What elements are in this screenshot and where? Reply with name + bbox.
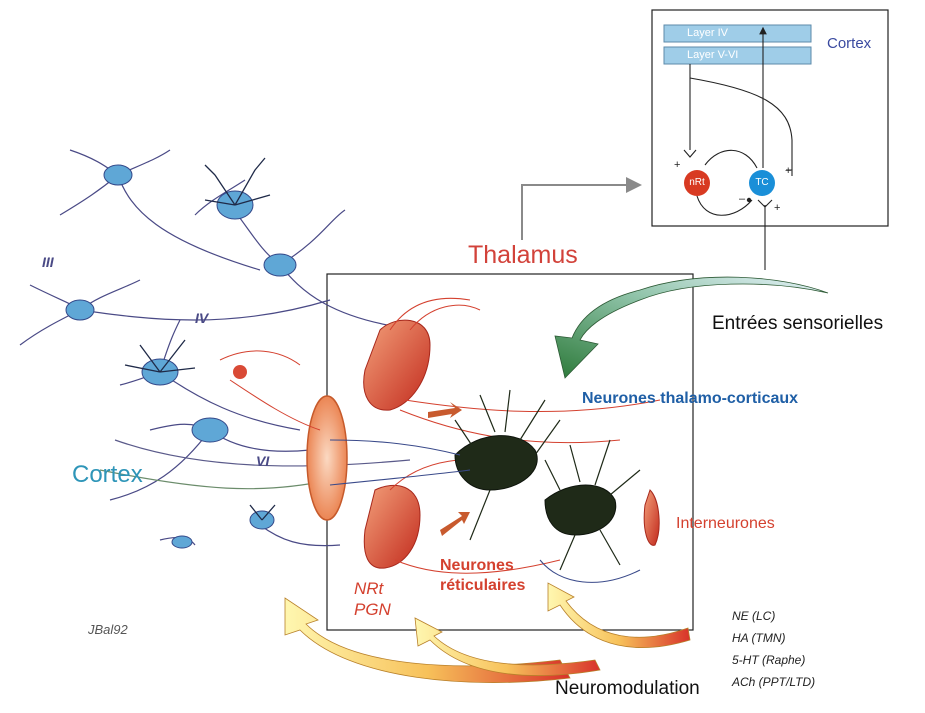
inset-sign-nrt: + [674,159,681,171]
thalamus-to-inset-arrow [521,177,642,240]
thalamus-label: Thalamus [468,241,578,269]
inset-sign-sensory: + [774,202,781,214]
reticular-neurons [363,319,660,569]
projection-fibers [329,439,641,583]
modulator-ne: NE (LC) [732,609,776,623]
inset-sign-tc: + [785,165,792,177]
reticular-label-line1: Neurones [440,557,514,574]
thalamocortical-dendrites [454,389,641,571]
inset-sign-inhibitory: – [739,193,746,205]
sensory-input-arrow [554,276,829,379]
inset-nrt-node [684,170,710,196]
inset-cortex-label: Cortex [827,35,872,52]
inset-layer-iv-bar [663,24,812,43]
inset-nrt-label: nRt [689,177,705,188]
stellate-dendrites [124,157,276,521]
layer-iv-label: IV [195,310,209,326]
inset-tc-label: TC [755,177,769,188]
layer-iii-label: III [42,254,54,270]
interneurons-label: Interneurones [676,515,775,532]
modulator-ach: ACh (PPT/LTD) [732,675,816,689]
internal-arrow-upper [428,402,462,418]
thalamocortical-neurons-label: Neurones thalamo-corticaux [582,390,799,407]
inset-schematic [651,9,889,270]
artist-signature: JBal92 [88,622,128,637]
reticular-label-line2: réticulaires [440,577,526,594]
inset-layer-iv-label: Layer IV [687,27,728,39]
modulator-ha: HA (TMN) [732,631,786,645]
nrt-pgn-label: NRt PGN [354,578,391,620]
inset-tc-nrt-loop-top [704,149,758,169]
modulator-5ht: 5-HT (Raphe) [732,653,806,667]
neuromodulation-label: Neuromodulation [555,678,700,699]
internal-arrow-lower [440,512,470,536]
inset-layer-vvi-label: Layer V-VI [687,49,739,61]
inset-layer-vvi-bar [663,46,812,65]
thalamocortical-neurons [454,435,617,536]
inset-tc-nrt-loop-bottom [696,195,753,216]
cortical-somata [65,164,297,549]
cortex-label: Cortex [72,461,143,488]
pgn-label: PGN [354,600,391,619]
layer-vi-label: VI [256,453,270,469]
neuromodulation-arrows [284,582,691,683]
inset-cortex-to-tc [689,77,793,170]
sensory-inputs-label: Entrées sensorielles [712,313,884,334]
nrt-label: NRt [354,579,384,598]
inset-tc-node [749,170,775,196]
reticular-ellipse [306,395,348,521]
reticular-neurons-label: Neurones réticulaires [440,556,525,596]
